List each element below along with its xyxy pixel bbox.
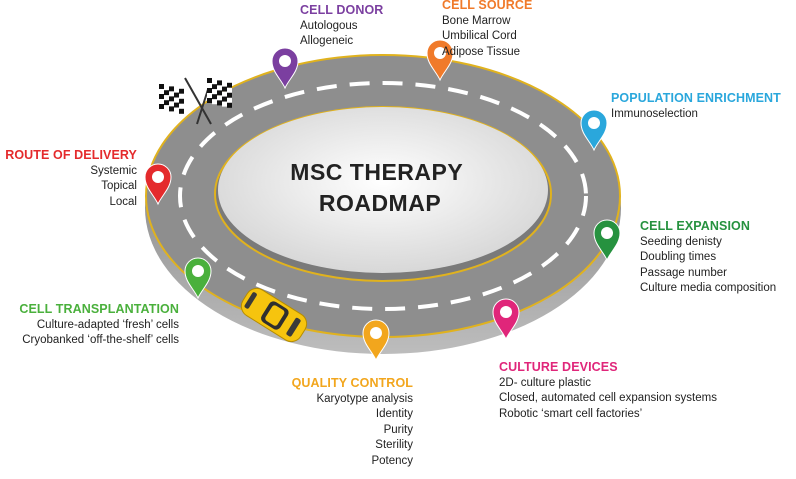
quality-control-item: Potency (371, 454, 413, 467)
cell-expansion-pin-icon (593, 219, 621, 262)
culture-devices-item: 2D- culture plastic (499, 376, 592, 389)
cell-expansion-item: Seeding denisty (640, 235, 722, 248)
quality-control-title: QUALITY CONTROL (291, 376, 413, 390)
culture-devices-pin-icon (492, 298, 520, 341)
cell-expansion-item: Doubling times (640, 251, 717, 263)
population-enrichment-pin-icon (580, 109, 608, 152)
title-line-1: MSC THERAPY (290, 159, 463, 185)
car-icon (240, 287, 308, 343)
population-enrichment-label: POPULATION ENRICHMENT Immunoselection (611, 91, 781, 122)
cell-source-item: Bone Marrow (442, 14, 511, 27)
cell-expansion-item: Culture media composition (640, 282, 777, 294)
cell-source-title: CELL SOURCE (442, 0, 533, 12)
cell-source-item: Umbilical Cord (442, 30, 517, 42)
cell-transplantation-label: CELL TRANSPLANTATION Culture-adapted ‘fre… (19, 302, 179, 349)
cell-donor-item: Autologous (300, 19, 358, 32)
cell-source-item: Adipose Tissue (442, 45, 520, 58)
quality-control-item: Identity (375, 408, 413, 420)
route-of-delivery-item: Systemic (90, 164, 137, 177)
cell-expansion-item: Passage number (640, 266, 727, 279)
diagram-title: MSC THERAPY ROADMAP (290, 159, 469, 216)
culture-devices-item: Closed, automated cell expansion systems (499, 392, 717, 404)
cell-expansion-title: CELL EXPANSION (640, 219, 750, 233)
cell-donor-pin-icon (271, 47, 299, 90)
map-pins (144, 39, 621, 362)
cell-donor-item: Allogeneic (300, 35, 354, 47)
cell-transplantation-item: Culture-adapted ‘fresh’ cells (36, 318, 179, 331)
route-of-delivery-item: Local (109, 195, 138, 208)
center-island (218, 107, 548, 273)
checkered-flags-icon (159, 77, 232, 125)
cell-transplantation-pin-icon (184, 257, 212, 300)
title-line-2: ROADMAP (319, 190, 441, 216)
quality-control-item: Karyotype analysis (316, 392, 413, 405)
route-of-delivery-item: Topical (101, 180, 137, 192)
cell-donor-title: CELL DONOR (300, 3, 384, 17)
cell-source-pin-icon (426, 39, 454, 82)
cell-transplantation-title: CELL TRANSPLANTATION (19, 302, 179, 316)
quality-control-pin-icon (362, 319, 390, 362)
route-of-delivery-title: ROUTE OF DELIVERY (5, 148, 137, 162)
lane-marking (178, 81, 588, 311)
population-enrichment-title: POPULATION ENRICHMENT (611, 91, 781, 105)
cell-transplantation-item: Cryobanked ‘off-the-shelf’ cells (22, 334, 179, 346)
route-of-delivery-pin-icon (144, 163, 172, 206)
culture-devices-title: CULTURE DEVICES (499, 360, 618, 374)
quality-control-item: Purity (383, 423, 413, 436)
population-enrichment-item: Immunoselection (611, 107, 698, 120)
quality-control-item: Sterility (375, 439, 413, 451)
culture-devices-item: Robotic ‘smart cell factories’ (499, 407, 643, 420)
